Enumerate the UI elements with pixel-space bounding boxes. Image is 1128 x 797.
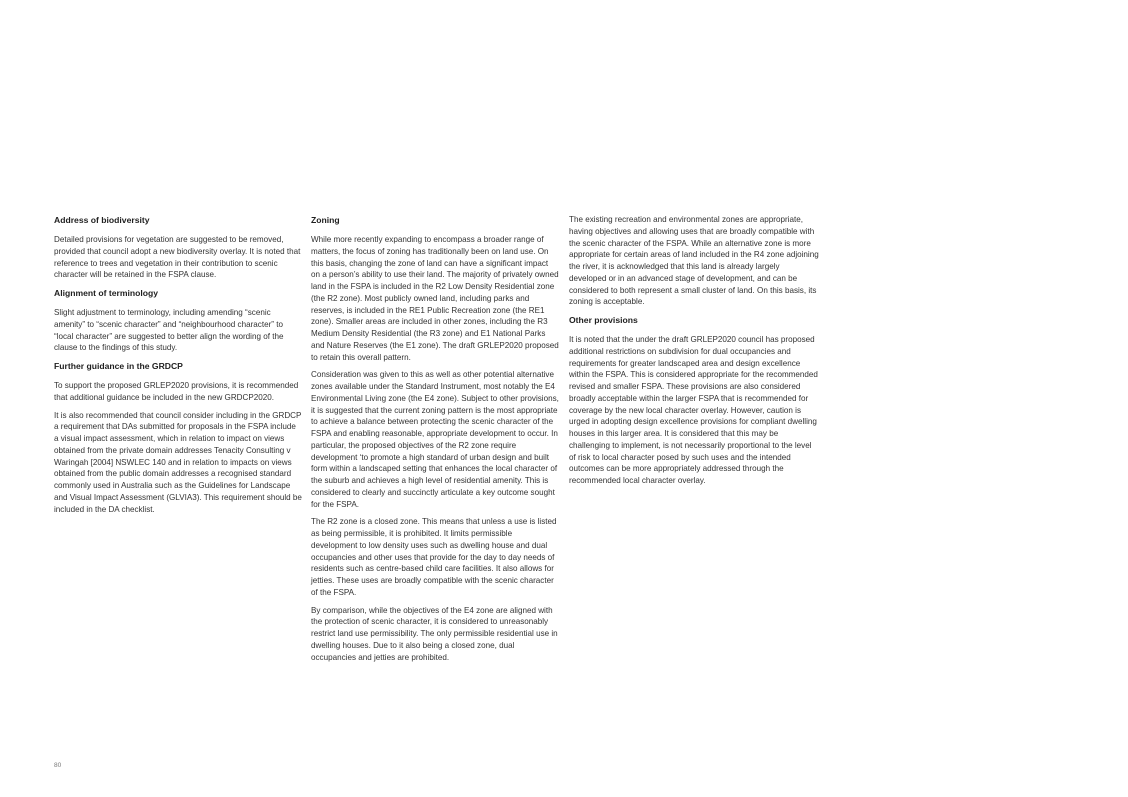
paragraph-other-provisions: It is noted that the under the draft GRL…	[569, 335, 818, 485]
paragraph-guidance-2: It is also recommended that council cons…	[54, 410, 302, 514]
paragraph-zoning-2: Consideration was given to this as well …	[311, 370, 559, 509]
column-left: Address of biodiversity Detailed provisi…	[54, 214, 302, 521]
page-number: 80	[54, 762, 62, 769]
paragraph-zoning-3: The R2 zone is a closed zone. This means…	[311, 517, 557, 597]
paragraph-terminology: Slight adjustment to terminology, includ…	[54, 308, 284, 353]
paragraph-zoning-1: While more recently expanding to encompa…	[311, 235, 559, 362]
heading-alignment-of-terminology: Alignment of terminology	[54, 288, 159, 298]
paragraph-existing-zones: The existing recreation and environmenta…	[569, 215, 819, 307]
heading-further-guidance: Further guidance in the GRDCP	[54, 361, 183, 371]
column-right: The existing recreation and environmenta…	[569, 214, 819, 493]
paragraph-guidance-1: To support the proposed GRLEP2020 provis…	[54, 381, 299, 402]
heading-address-of-biodiversity: Address of biodiversity	[54, 215, 150, 225]
heading-other-provisions: Other provisions	[569, 315, 638, 325]
paragraph-zoning-4: By comparison, while the objectives of t…	[311, 605, 558, 662]
paragraph-biodiversity: Detailed provisions for vegetation are s…	[54, 235, 301, 280]
column-middle: Zoning While more recently expanding to …	[311, 214, 559, 669]
heading-zoning: Zoning	[311, 215, 340, 225]
